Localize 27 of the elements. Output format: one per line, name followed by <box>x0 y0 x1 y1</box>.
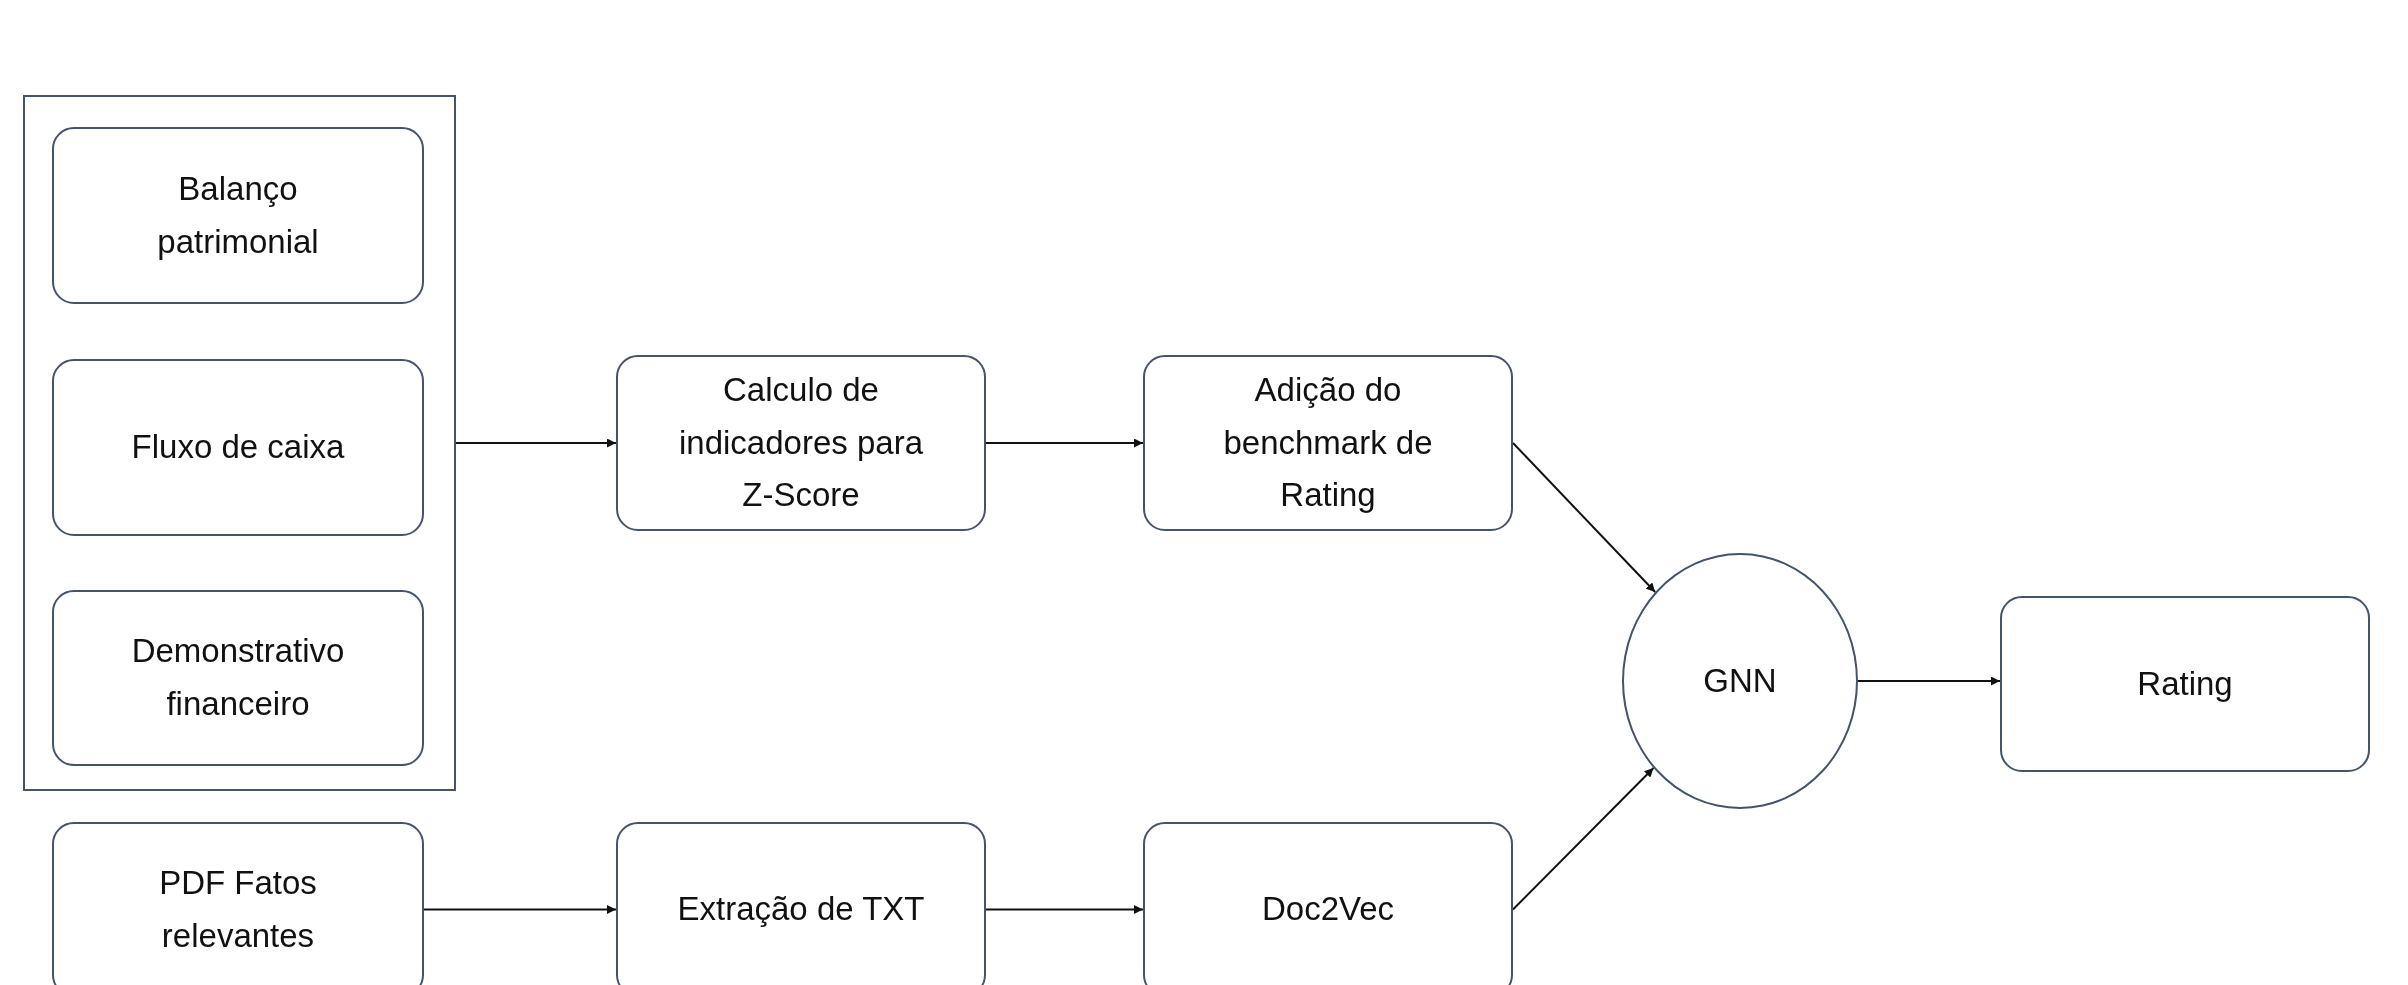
node-label: Fluxo de caixa <box>130 427 346 468</box>
node-label: Balanço patrimonial <box>156 168 320 262</box>
process-box <box>1143 355 1513 531</box>
process-box <box>52 590 424 766</box>
node-label: Extração de TXT <box>676 889 926 930</box>
arrow <box>1512 767 1655 911</box>
node-label: GNN <box>1702 660 1778 701</box>
process-box <box>616 355 986 531</box>
node-label: Rating <box>2136 663 2234 704</box>
node-label: PDF Fatos relevantes <box>158 862 318 956</box>
process-box <box>616 822 986 985</box>
node-label: Adição do benchmark de Rating <box>1222 369 1434 516</box>
group-box <box>23 95 456 791</box>
arrow <box>1857 676 2001 686</box>
arrow <box>985 438 1144 448</box>
node-label: Demonstrativo financeiro <box>130 631 346 724</box>
node-label: Calculo de indicadores para Z-Score <box>678 369 924 516</box>
arrow <box>423 905 617 914</box>
process-box <box>1143 822 1513 985</box>
process-box <box>52 359 424 536</box>
arrow <box>455 438 617 448</box>
node-label: Doc2Vec <box>1260 889 1396 930</box>
process-box <box>52 127 424 304</box>
process-box <box>2000 596 2370 772</box>
arrow <box>1512 442 1657 594</box>
arrow <box>985 905 1144 914</box>
process-box <box>52 822 424 985</box>
